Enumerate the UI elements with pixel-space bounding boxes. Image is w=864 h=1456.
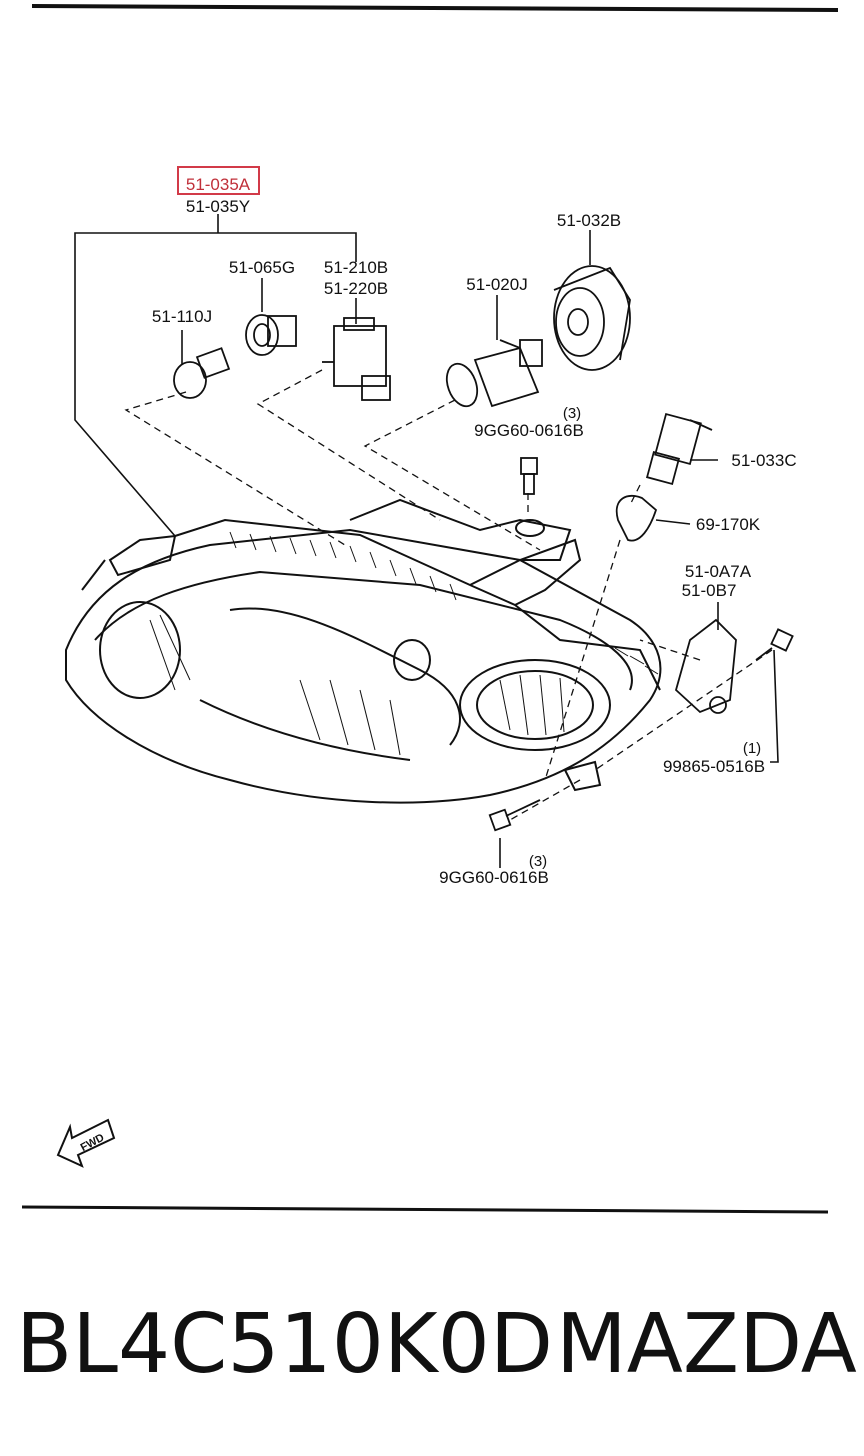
label-9gg60-top: 9GG60-0616B xyxy=(474,421,584,440)
fwd-label: FWD xyxy=(79,1132,107,1154)
cover-51-032b-icon xyxy=(553,265,631,371)
label-51-0a7a: 51-0A7A xyxy=(685,562,752,581)
top-border-line xyxy=(31,4,839,12)
label-51-220b: 51-220B xyxy=(324,279,388,298)
screw-right-icon xyxy=(755,628,794,661)
label-qty-top: (3) xyxy=(563,405,581,422)
assembly-bracket xyxy=(74,214,357,537)
label-69-170k: 69-170K xyxy=(696,515,761,534)
bottom-divider-line xyxy=(21,1205,829,1214)
label-51-035y: 51-035Y xyxy=(186,197,250,216)
adjuster-51-0a7a-icon xyxy=(674,618,737,714)
label-51-032b: 51-032B xyxy=(557,211,621,230)
bulb-51-110j-icon xyxy=(173,347,231,399)
socket-51-033c-icon xyxy=(645,412,713,486)
label-51-020j: 51-020J xyxy=(466,275,527,294)
socket-51-065g-icon xyxy=(245,314,297,356)
headlamp-housing xyxy=(65,498,662,804)
label-9gg60-bottom: 9GG60-0616B xyxy=(439,868,549,887)
label-51-110j: 51-110J xyxy=(152,307,212,326)
part-number-caption: BL4C510K0D xyxy=(16,1297,553,1392)
label-qty-bottom: (3) xyxy=(529,853,547,870)
bolt-bottom-icon xyxy=(488,799,541,832)
bolt-top-icon xyxy=(520,457,538,495)
housing-hatching xyxy=(149,531,659,756)
dashed-leaders xyxy=(124,369,773,821)
bulb-51-020j-icon xyxy=(445,339,543,408)
label-51-0b7: 51-0B7 xyxy=(682,581,737,600)
label-qty-right: (1) xyxy=(743,740,761,757)
label-51-210b: 51-210B xyxy=(324,258,388,277)
label-51-033c: 51-033C xyxy=(731,451,796,470)
solid-leaders xyxy=(181,230,779,868)
label-51-035a: 51-035A xyxy=(186,175,251,194)
bulb-69-170k-icon xyxy=(615,494,658,542)
socket-51-210b-icon xyxy=(322,317,391,401)
highlight-box xyxy=(177,166,260,195)
label-51-065g: 51-065G xyxy=(229,258,295,277)
fwd-arrow-icon: FWD xyxy=(56,1118,116,1168)
brand-caption: MAZDA xyxy=(556,1297,857,1392)
label-99865: 99865-0516B xyxy=(663,757,765,776)
